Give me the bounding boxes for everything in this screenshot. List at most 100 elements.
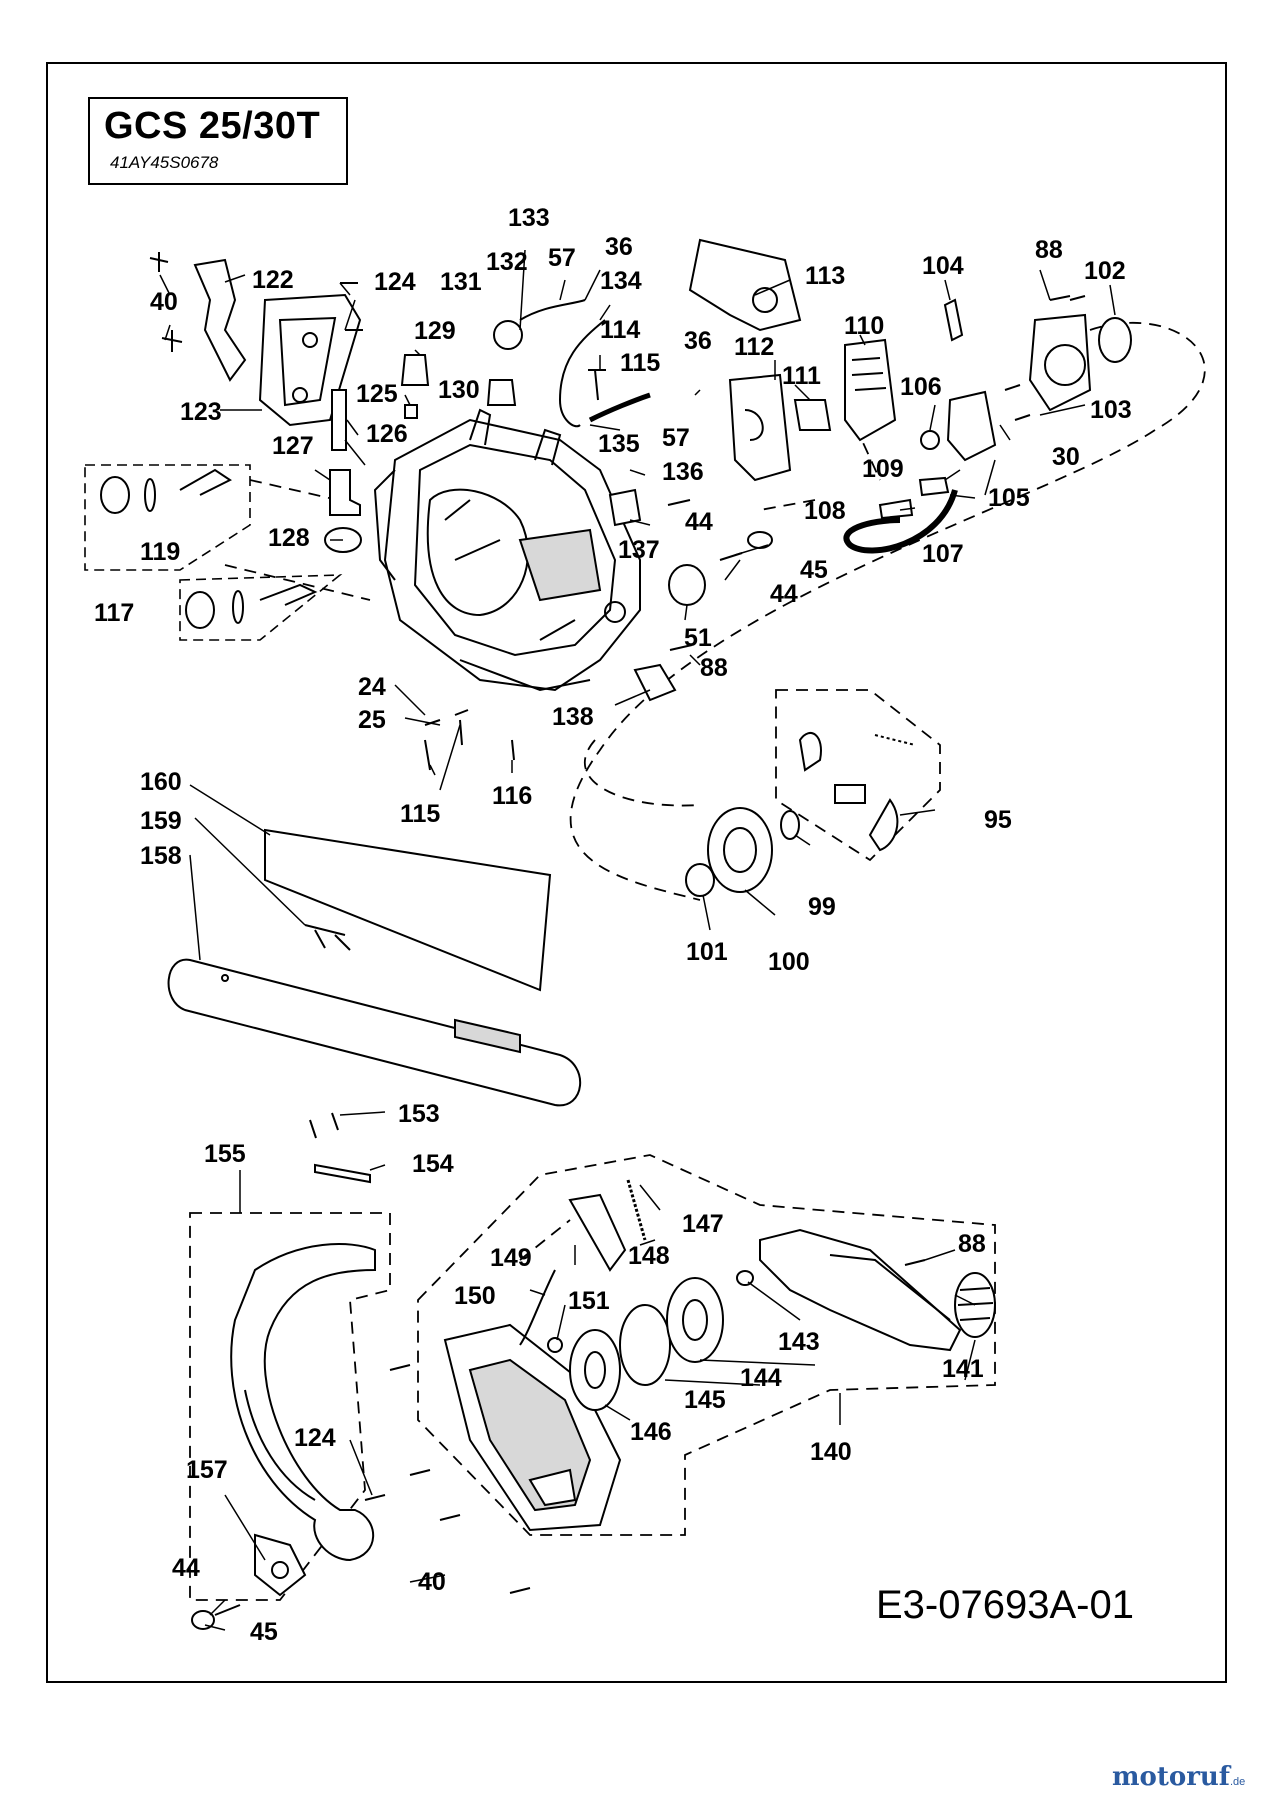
label-part-45-low: 45	[250, 1618, 278, 1646]
model-title: GCS 25/30T	[104, 105, 321, 147]
screws-124	[340, 282, 363, 331]
label-part-153: 153	[398, 1100, 440, 1128]
part-122	[193, 258, 247, 382]
label-part-147: 147	[682, 1210, 724, 1238]
label-part-57: 57	[548, 244, 576, 272]
part-155	[230, 1243, 376, 1562]
label-part-127: 127	[272, 432, 314, 460]
label-part-115-top: 115	[620, 349, 661, 377]
part-145	[619, 1304, 671, 1386]
label-part-159: 159	[140, 807, 182, 835]
label-part-119: 119	[140, 538, 181, 566]
label-part-144: 144	[740, 1364, 782, 1392]
label-part-40-top: 40	[150, 288, 178, 316]
label-part-134: 134	[600, 267, 642, 295]
part-102	[1098, 317, 1132, 363]
part-117a	[185, 591, 215, 629]
label-part-132: 132	[486, 248, 528, 276]
air-filter-parts	[688, 238, 897, 482]
brand-watermark: motoruf	[1112, 1762, 1230, 1792]
part-112	[728, 373, 792, 482]
label-part-131: 131	[440, 268, 482, 296]
label-part-95: 95	[984, 806, 1012, 834]
part-150-rope	[519, 1269, 556, 1346]
part-151	[547, 1337, 563, 1353]
part-144	[666, 1277, 724, 1363]
part-109	[918, 476, 950, 497]
part-100	[707, 807, 773, 893]
label-part-149: 149	[490, 1244, 532, 1272]
part-119a	[100, 476, 130, 514]
article-number: 41AY45S0678	[110, 153, 219, 172]
clutch-parts	[685, 732, 916, 897]
drawing-number: E3-07693A-01	[876, 1583, 1134, 1627]
group-outlines	[189, 321, 1206, 1601]
hose-133	[519, 299, 586, 321]
screw-40a	[149, 252, 169, 272]
part-140-cover	[759, 1228, 962, 1352]
label-part-51: 51	[684, 624, 712, 652]
label-part-105: 105	[988, 484, 1030, 512]
starter-parts	[389, 1179, 996, 1594]
oil-pump-parts	[843, 295, 1132, 554]
label-part-24: 24	[358, 673, 386, 701]
label-part-109: 109	[862, 455, 904, 483]
label-part-88-top: 88	[1035, 236, 1063, 264]
part-137	[608, 488, 642, 527]
label-part-106: 106	[900, 373, 942, 401]
wire-134	[558, 319, 606, 428]
part-130	[404, 404, 418, 419]
label-part-88-low: 88	[958, 1230, 986, 1258]
label-part-151: 151	[568, 1287, 610, 1315]
label-part-103: 103	[1090, 396, 1132, 424]
housing-screws	[424, 709, 515, 771]
part-143	[736, 1270, 754, 1286]
label-part-124-low: 124	[294, 1424, 336, 1452]
label-part-130: 130	[438, 376, 480, 404]
label-part-117: 117	[94, 599, 135, 627]
label-part-158: 158	[140, 842, 182, 870]
middle-small-parts	[608, 488, 773, 702]
cap-117-box	[179, 574, 343, 641]
label-part-141: 141	[942, 1355, 984, 1383]
handle-group-outline	[189, 1212, 391, 1601]
label-part-138: 138	[552, 703, 594, 731]
label-part-111: 111	[782, 362, 821, 390]
label-part-45-mid: 45	[800, 556, 828, 584]
chain-sprocket-group-outline	[569, 321, 1206, 901]
label-part-112: 112	[734, 333, 775, 361]
clutch-group-outline	[775, 689, 941, 862]
label-part-150: 150	[454, 1282, 496, 1310]
parts-153-154	[309, 1112, 371, 1184]
screw-40b	[161, 330, 183, 352]
part-95-insert	[834, 784, 866, 804]
label-part-157: 157	[186, 1456, 228, 1484]
label-part-36b: 36	[684, 327, 712, 355]
label-part-108: 108	[804, 497, 846, 525]
label-part-155: 155	[204, 1140, 246, 1168]
label-part-128: 128	[268, 524, 310, 552]
part-51	[668, 564, 706, 606]
drawing-frame	[46, 62, 1227, 1683]
tank-to-housing-dashed	[224, 479, 371, 601]
primer-parts	[324, 299, 651, 553]
title-block: GCS 25/30T 41AY45S0678	[88, 97, 348, 185]
part-105	[946, 390, 997, 462]
label-part-113: 113	[805, 262, 846, 290]
label-part-136: 136	[662, 458, 704, 486]
starter-group-outline	[417, 1154, 996, 1536]
label-part-129: 129	[414, 317, 456, 345]
label-part-133: 133	[508, 204, 550, 232]
part-106	[920, 430, 940, 450]
label-part-116: 116	[492, 782, 533, 810]
part-132	[493, 320, 523, 350]
cover-to-housing-dashed	[519, 1219, 571, 1261]
label-part-140: 140	[810, 1438, 852, 1466]
label-part-104: 104	[922, 252, 964, 280]
part-148-spring	[626, 1179, 647, 1241]
label-part-148: 148	[628, 1242, 670, 1270]
part-95-spring	[874, 734, 916, 746]
part-113	[688, 238, 802, 332]
